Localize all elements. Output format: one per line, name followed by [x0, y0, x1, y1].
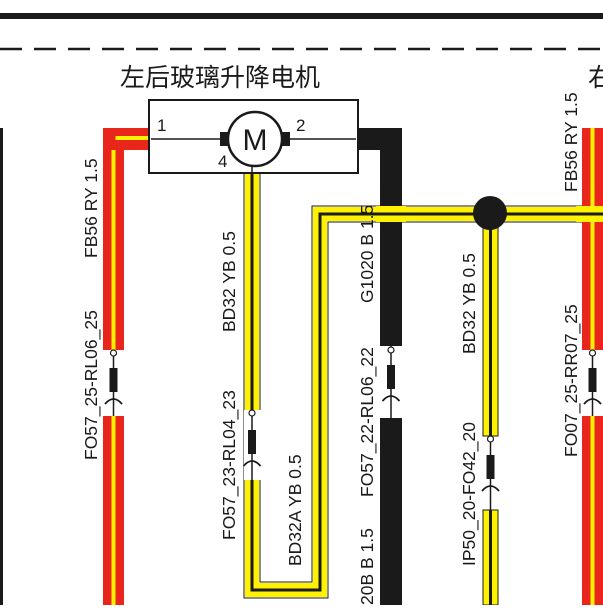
wire-4-spec-label: BD32 YB 0.5	[459, 253, 479, 354]
pin-1-label: 1	[157, 116, 166, 135]
wire-3-spec-label: G1020 B 1.5	[357, 205, 377, 303]
wire-2-connector-label: FO57_23-RL04_23	[219, 390, 240, 540]
wire-2-lower-spec-label: BD32A YB 0.5	[285, 454, 305, 566]
wire-3-connector-label: FO57_22-RL06_22	[357, 347, 378, 497]
connector-fo07-25	[583, 349, 602, 416]
left-edge-wire	[0, 128, 3, 605]
motor-letter: M	[243, 124, 268, 157]
top-border-line	[0, 13, 603, 19]
motor-symbol	[226, 110, 284, 168]
wire-fb56-ry-right	[582, 128, 603, 605]
connector-ip50-20	[481, 435, 500, 510]
pin-2-label: 2	[296, 116, 305, 135]
wire-5-connector-label: FO07_25-RR07_25	[561, 304, 582, 457]
right-component-title-fragment: 右	[588, 63, 603, 92]
wire-bd32-yb-branch	[482, 213, 499, 606]
wire-1-spec-label: FB56 RY 1.5	[81, 158, 101, 258]
component-title: 左后玻璃升降电机	[120, 63, 320, 92]
pin-4-label: 4	[218, 152, 227, 171]
wire-5-spec-label: FB56 RY 1.5	[561, 92, 581, 192]
wire-bd32-yb-horizontal-over	[376, 206, 406, 222]
wire-3-lower-spec-label: 20B B 1.5	[357, 528, 377, 605]
wire-2-spec-label: BD32 YB 0.5	[219, 231, 239, 332]
wire-4-connector-label: IP50_20-FO42_20	[459, 422, 480, 566]
wire-1-connector-label: FO57_25-RL06_25	[81, 310, 102, 460]
wire-g1020-b	[357, 128, 402, 605]
wire-fb56-ry-left	[103, 128, 152, 605]
splice-point	[473, 196, 507, 230]
connector-fo57-23	[242, 409, 262, 480]
connector-fo57-25	[104, 349, 123, 416]
motor-component: M 1 2 4	[148, 99, 359, 174]
connector-fo57-22	[381, 346, 401, 418]
